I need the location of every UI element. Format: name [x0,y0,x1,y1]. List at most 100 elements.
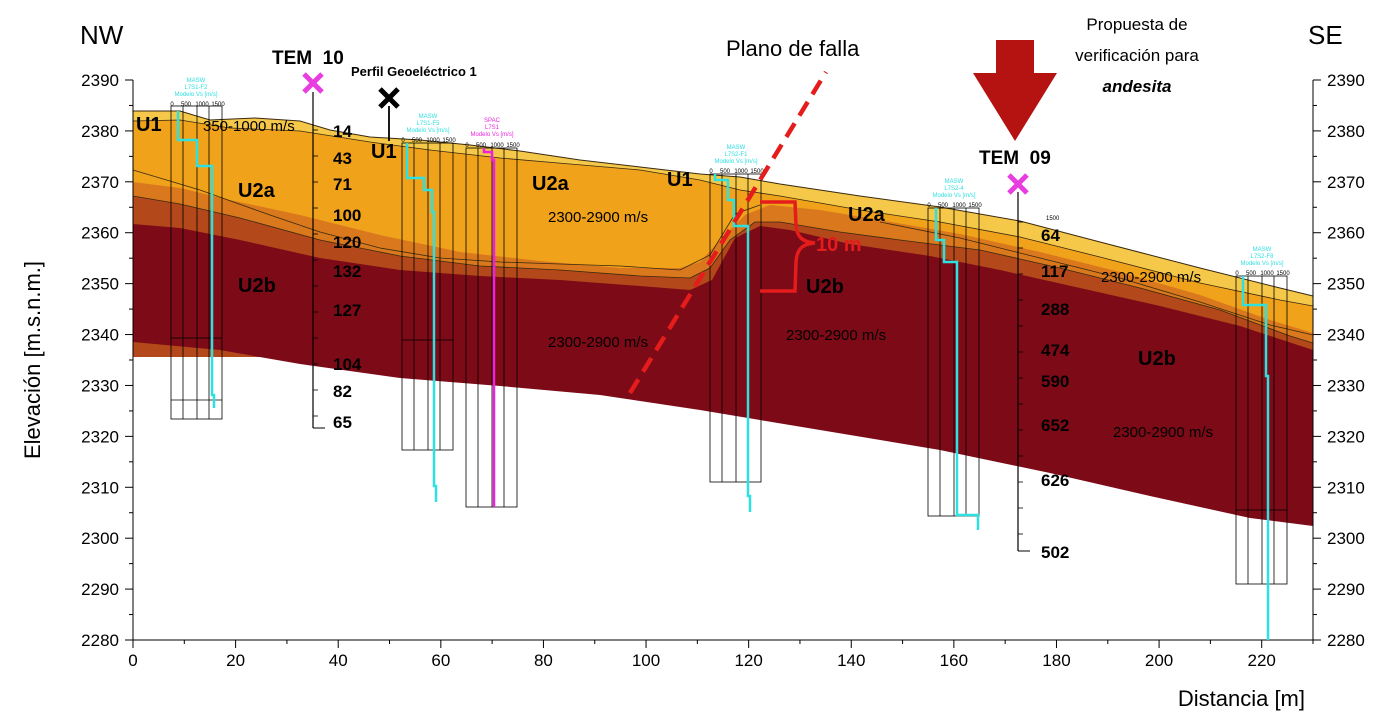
contour-top [133,110,1314,297]
fault-label: Plano de falla [726,36,860,61]
masw-2-title-2: L7S1-F5 [416,121,440,127]
tem10-val-5: 132 [333,262,361,281]
fault-plane-line [628,70,828,395]
x-axis-title: Distancia [m] [1178,686,1305,711]
y-tick-label-right: 2330 [1327,376,1365,395]
masw-profile-5: MASW L7S2-F8 Modelo Vs [m/s] 0 500 1000 … [1235,247,1290,640]
masw-5-scale-2: 1000 [1260,271,1274,277]
masw-5-title-1: MASW [1253,247,1272,253]
nw-label: NW [80,20,124,50]
masw-2-scale-1: 500 [412,138,423,144]
u2a-left-label: U2a [238,180,276,202]
masw-5-scale-3: 1500 [1276,271,1290,277]
y-tick-label-right: 2360 [1327,224,1365,243]
masw-2-title-3: Modelo Vs [m/s] [406,128,449,134]
masw-1-title-1: MASW [187,78,206,84]
x-tick-label: 120 [734,651,762,670]
u1-left-label: U1 [136,114,162,136]
spac-title-1: SPAC [484,118,501,124]
masw-profile-1: MASW L7S1-F2 Modelo Vs [m/s] 0 500 1000 … [170,78,225,420]
tem10-val-4: 120 [333,233,361,252]
y-tick-label-right: 2350 [1327,275,1365,294]
proposal-line-1: Propuesta de [1086,15,1187,34]
masw-5-scale-0: 0 [1235,271,1239,277]
masw-3-scale-2: 1000 [734,169,748,175]
masw-1-scale-0: 0 [170,102,174,108]
y-tick-label-left: 2290 [81,580,119,599]
masw-5-title-3: Modelo Vs [m/s] [1240,261,1283,267]
masw-2-title-1: MASW [419,114,438,120]
tem09-val-6: 626 [1041,471,1069,490]
y-tick-label-left: 2300 [81,529,119,548]
tem09-x-marker-icon [1007,173,1029,195]
masw-4-scale-3: 1500 [968,203,982,209]
spac-profile: SPAC L7S1 Modelo Vs [m/s] 0 500 1000 150… [465,118,520,508]
tem09-val-4: 590 [1041,372,1069,391]
offset-bracket: 10 m [760,200,862,293]
velocity-right-2: 2300-2900 m/s [1113,424,1213,441]
spac-title-3: Modelo Vs [m/s] [470,132,513,138]
x-tick-label: 160 [940,651,968,670]
y-tick-label-right: 2310 [1327,478,1365,497]
x-tick-label: 20 [226,651,245,670]
x-tick-label: 0 [128,651,137,670]
velocity-labels: 350-1000 m/s 2300-2900 m/s 2300-2900 m/s… [203,118,1213,441]
masw-profile-2: MASW L7S1-F5 Modelo Vs [m/s] 0 500 1000 … [401,114,456,502]
y-tick-label-left: 2320 [81,427,119,446]
u1-mid-label: U1 [371,141,397,163]
masw-1-title-3: Modelo Vs [m/s] [174,92,217,98]
y-tick-label-left: 2370 [81,173,119,192]
tem09-val-3: 474 [1041,341,1070,360]
tem09-val-7: 502 [1041,543,1069,562]
contour-right-line [879,221,1314,336]
y-tick-label-left: 2380 [81,122,119,141]
y-tick-label-right: 2280 [1327,631,1365,650]
tem10-val-8: 82 [333,382,352,401]
masw-4-scale-0: 0 [927,203,931,209]
proposal-line-2: verificación para [1075,46,1199,65]
masw-5-title-2: L7S2-F8 [1250,254,1274,260]
masw-4-title-3: Modelo Vs [m/s] [932,193,975,199]
contour-u1-base [132,119,1314,307]
tem10-sounding: TEM 10 14 43 71 100 120 132 127 104 82 6… [272,48,362,432]
tem10-val-3: 100 [333,206,361,225]
masw-1-title-2: L7S1-F2 [184,85,208,91]
y-tick-label-left: 2390 [81,71,119,90]
x-tick-label: 40 [329,651,348,670]
y-tick-label-left: 2350 [81,275,119,294]
masw-5-scale-1: 500 [1246,271,1257,277]
y-tick-label-left: 2330 [81,376,119,395]
x-tick-label: 100 [632,651,660,670]
tem09-val-2: 288 [1041,300,1069,319]
x-axis: 0 20 40 60 80 100 120 140 160 180 200 220 [128,640,1314,670]
y-tick-label-right: 2390 [1327,71,1365,90]
tem09-sounding: TEM 09 1500 64 117 288 474 590 652 626 5… [979,148,1070,562]
y-tick-label-right: 2300 [1327,529,1365,548]
x-tick-label: 80 [534,651,553,670]
y-tick-label-right: 2290 [1327,580,1365,599]
masw-2-scale-3: 1500 [442,138,456,144]
x-tick-label: 60 [431,651,450,670]
masw-3-scale-1: 500 [720,169,731,175]
y-tick-label-left: 2280 [81,631,119,650]
masw-2-scale-2: 1000 [426,138,440,144]
u2b-right-label: U2b [1138,348,1176,370]
y-tick-label-right: 2380 [1327,122,1365,141]
masw-2-scale-0: 0 [401,138,405,144]
tem09-val-0: 64 [1041,226,1060,245]
masw-1-scale-3: 1500 [211,102,225,108]
masw-3-scale-0: 0 [709,169,713,175]
masw-profile-4: MASW L7S2-4 Modelo Vs [m/s] 0 500 1000 1… [927,179,982,530]
y-axis-right: 2390238023702360235023402330232023102300… [1313,71,1365,650]
proposal-line-3: andesita [1103,77,1172,96]
spac-scale-1: 500 [476,143,487,149]
x-tick-label: 200 [1145,651,1173,670]
x-tick-label: 180 [1042,651,1070,670]
velocity-mid-2: 2300-2900 m/s [548,334,648,351]
masw-3-title-2: L7S2-F1 [724,152,748,158]
x-tick-label: 220 [1248,651,1276,670]
masw-4-scale-2: 1000 [952,203,966,209]
x-tick-label: 140 [837,651,865,670]
masw-4-scale-1: 500 [938,203,949,209]
